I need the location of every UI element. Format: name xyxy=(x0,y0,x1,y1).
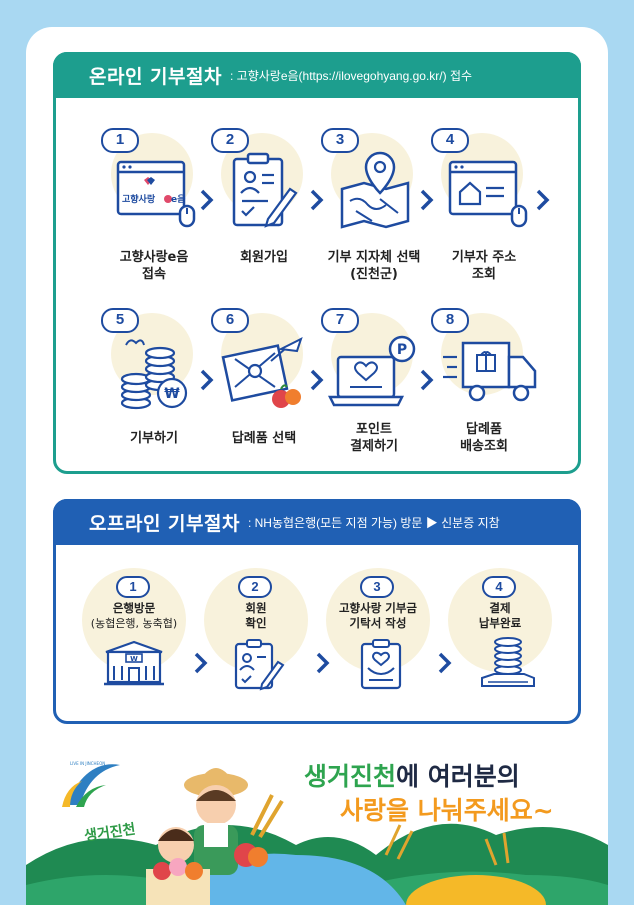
map-pin-icon xyxy=(340,151,410,229)
chevron-right-icon xyxy=(438,652,452,674)
bank-icon: W xyxy=(104,640,164,686)
logo-suffix: e음 xyxy=(171,194,185,205)
step-number: 3 xyxy=(321,128,359,153)
step-number: 3 xyxy=(360,576,394,598)
step-label-line2: 납부완료 xyxy=(478,616,522,630)
slogan-text-orange: 사랑을 나눠주세요~ xyxy=(340,796,554,825)
step-label-line2: 조회 xyxy=(472,267,496,282)
step-label-line2: 접속 xyxy=(142,267,166,282)
step-number: 4 xyxy=(431,128,469,153)
chevron-right-icon xyxy=(194,652,208,674)
donation-form-icon xyxy=(360,639,402,690)
step-label-line1: 은행방문 xyxy=(112,601,156,615)
poster-card: 온라인 기부절차 : 고향사랑e음(https://ilovegohyang.g… xyxy=(26,27,608,905)
step-label-line1: 회원가입 xyxy=(240,250,288,265)
step-label: 기부자 주소 조회 xyxy=(414,249,554,283)
step-label: 고향사랑 기부금 기탁서 작성 xyxy=(308,601,448,631)
step-label-line1: 답례품 xyxy=(466,422,502,437)
svg-text:W: W xyxy=(130,655,138,663)
chevron-right-icon xyxy=(200,189,214,211)
step-label-line1: 기부자 주소 xyxy=(451,250,517,265)
step-label: 포인트 결제하기 xyxy=(304,421,444,455)
chevron-right-icon xyxy=(420,189,434,211)
step-label-line1: 결제 xyxy=(489,601,511,615)
step-label-line1: 회원 xyxy=(245,601,267,615)
online-subtitle: : 고향사랑e음(https://ilovegohyang.go.kr/) 접수 xyxy=(229,68,473,83)
delivery-truck-icon xyxy=(443,341,537,402)
chevron-right-icon xyxy=(310,369,324,391)
step-label-line2: 배송조회 xyxy=(460,439,508,454)
step-label-line1: 고향사랑e음 xyxy=(119,250,189,265)
online-header: 온라인 기부절차 : 고향사랑e음(https://ilovegohyang.g… xyxy=(53,52,581,98)
step-label-line1: 기부하기 xyxy=(130,431,178,446)
step-label-line2: (농협은행, 농축협) xyxy=(90,617,178,630)
step-label: 답례품 선택 xyxy=(194,430,334,447)
farmers-illustration xyxy=(26,768,608,905)
member-check-icon xyxy=(234,639,285,691)
step-number: 6 xyxy=(211,308,249,333)
step-label-line1: 고향사랑 기부금 xyxy=(338,601,418,615)
step-label: 답례품 배송조회 xyxy=(414,421,554,455)
svg-text:₩: ₩ xyxy=(164,386,180,402)
step-number: 2 xyxy=(238,576,272,598)
step-number: 8 xyxy=(431,308,469,333)
offline-subtitle: : NH농협은행(모든 지점 가능) 방문 ▶ 신분증 지참 xyxy=(247,515,500,530)
step-number: 1 xyxy=(116,576,150,598)
chevron-right-icon xyxy=(536,189,550,211)
online-procedure-panel: 온라인 기부절차 : 고향사랑e음(https://ilovegohyang.g… xyxy=(53,52,581,474)
laptop-point-icon: P xyxy=(328,335,416,407)
step-label-line1: 기부 지자체 선택 xyxy=(327,250,421,265)
step-label: 결제 납부완료 xyxy=(430,601,570,631)
slogan-line2: 사랑을 나눠주세요~ xyxy=(304,794,554,828)
online-title: 온라인 기부절차 xyxy=(89,65,222,88)
step-label: 은행방문 (농협은행, 농축협) xyxy=(64,601,204,631)
step-label: 회원 확인 xyxy=(186,601,326,631)
step-label-line2: 기탁서 작성 xyxy=(349,616,407,630)
offline-title: 오프라인 기부절차 xyxy=(89,512,240,535)
chevron-right-icon xyxy=(200,369,214,391)
home-address-icon xyxy=(448,160,528,228)
svg-text:P: P xyxy=(397,342,407,358)
coins-won-icon: ₩ xyxy=(120,339,188,410)
step-number: 4 xyxy=(482,576,516,598)
step-label: 고향사랑e음 접속 xyxy=(84,249,224,283)
chevron-right-icon xyxy=(316,652,330,674)
browser-logo-icon: 고향사랑 e음 xyxy=(116,160,196,228)
step-number: 1 xyxy=(101,128,139,153)
step-label-line2: 확인 xyxy=(245,616,267,630)
signup-form-icon xyxy=(232,152,298,228)
step-label: 기부 지자체 선택 (진천군) xyxy=(304,249,444,283)
logo-text: 고향사랑 xyxy=(122,193,156,205)
logo-tagline: LIVE IN JINCHEON xyxy=(70,761,105,766)
step-number: 5 xyxy=(101,308,139,333)
offline-procedure-panel: 오프라인 기부절차 : NH농협은행(모든 지점 가능) 방문 ▶ 신분증 지참… xyxy=(53,499,581,724)
jincheon-logo-icon: LIVE IN JINCHEON xyxy=(62,761,120,807)
payment-coins-icon xyxy=(481,637,535,687)
offline-header: 오프라인 기부절차 : NH농협은행(모든 지점 가능) 방문 ▶ 신분증 지참 xyxy=(53,499,581,545)
step-label-line2: (진천군) xyxy=(350,267,398,282)
slogan-text: 에 여러분의 xyxy=(396,762,520,791)
slogan-brand: 생거진천 xyxy=(304,762,397,791)
step-number: 7 xyxy=(321,308,359,333)
chevron-right-icon xyxy=(420,369,434,391)
step-label: 기부하기 xyxy=(84,430,224,447)
chevron-right-icon xyxy=(310,189,324,211)
step-label-line2: 결제하기 xyxy=(350,439,398,454)
step-number: 2 xyxy=(211,128,249,153)
slogan: 생거진천에 여러분의 사랑을 나눠주세요~ xyxy=(304,760,554,828)
step-label: 회원가입 xyxy=(194,249,334,266)
step-label-line1: 포인트 xyxy=(356,422,392,437)
slogan-line1: 생거진천에 여러분의 xyxy=(304,760,554,794)
step-label-line1: 답례품 선택 xyxy=(231,431,297,446)
gift-select-icon xyxy=(221,337,303,408)
